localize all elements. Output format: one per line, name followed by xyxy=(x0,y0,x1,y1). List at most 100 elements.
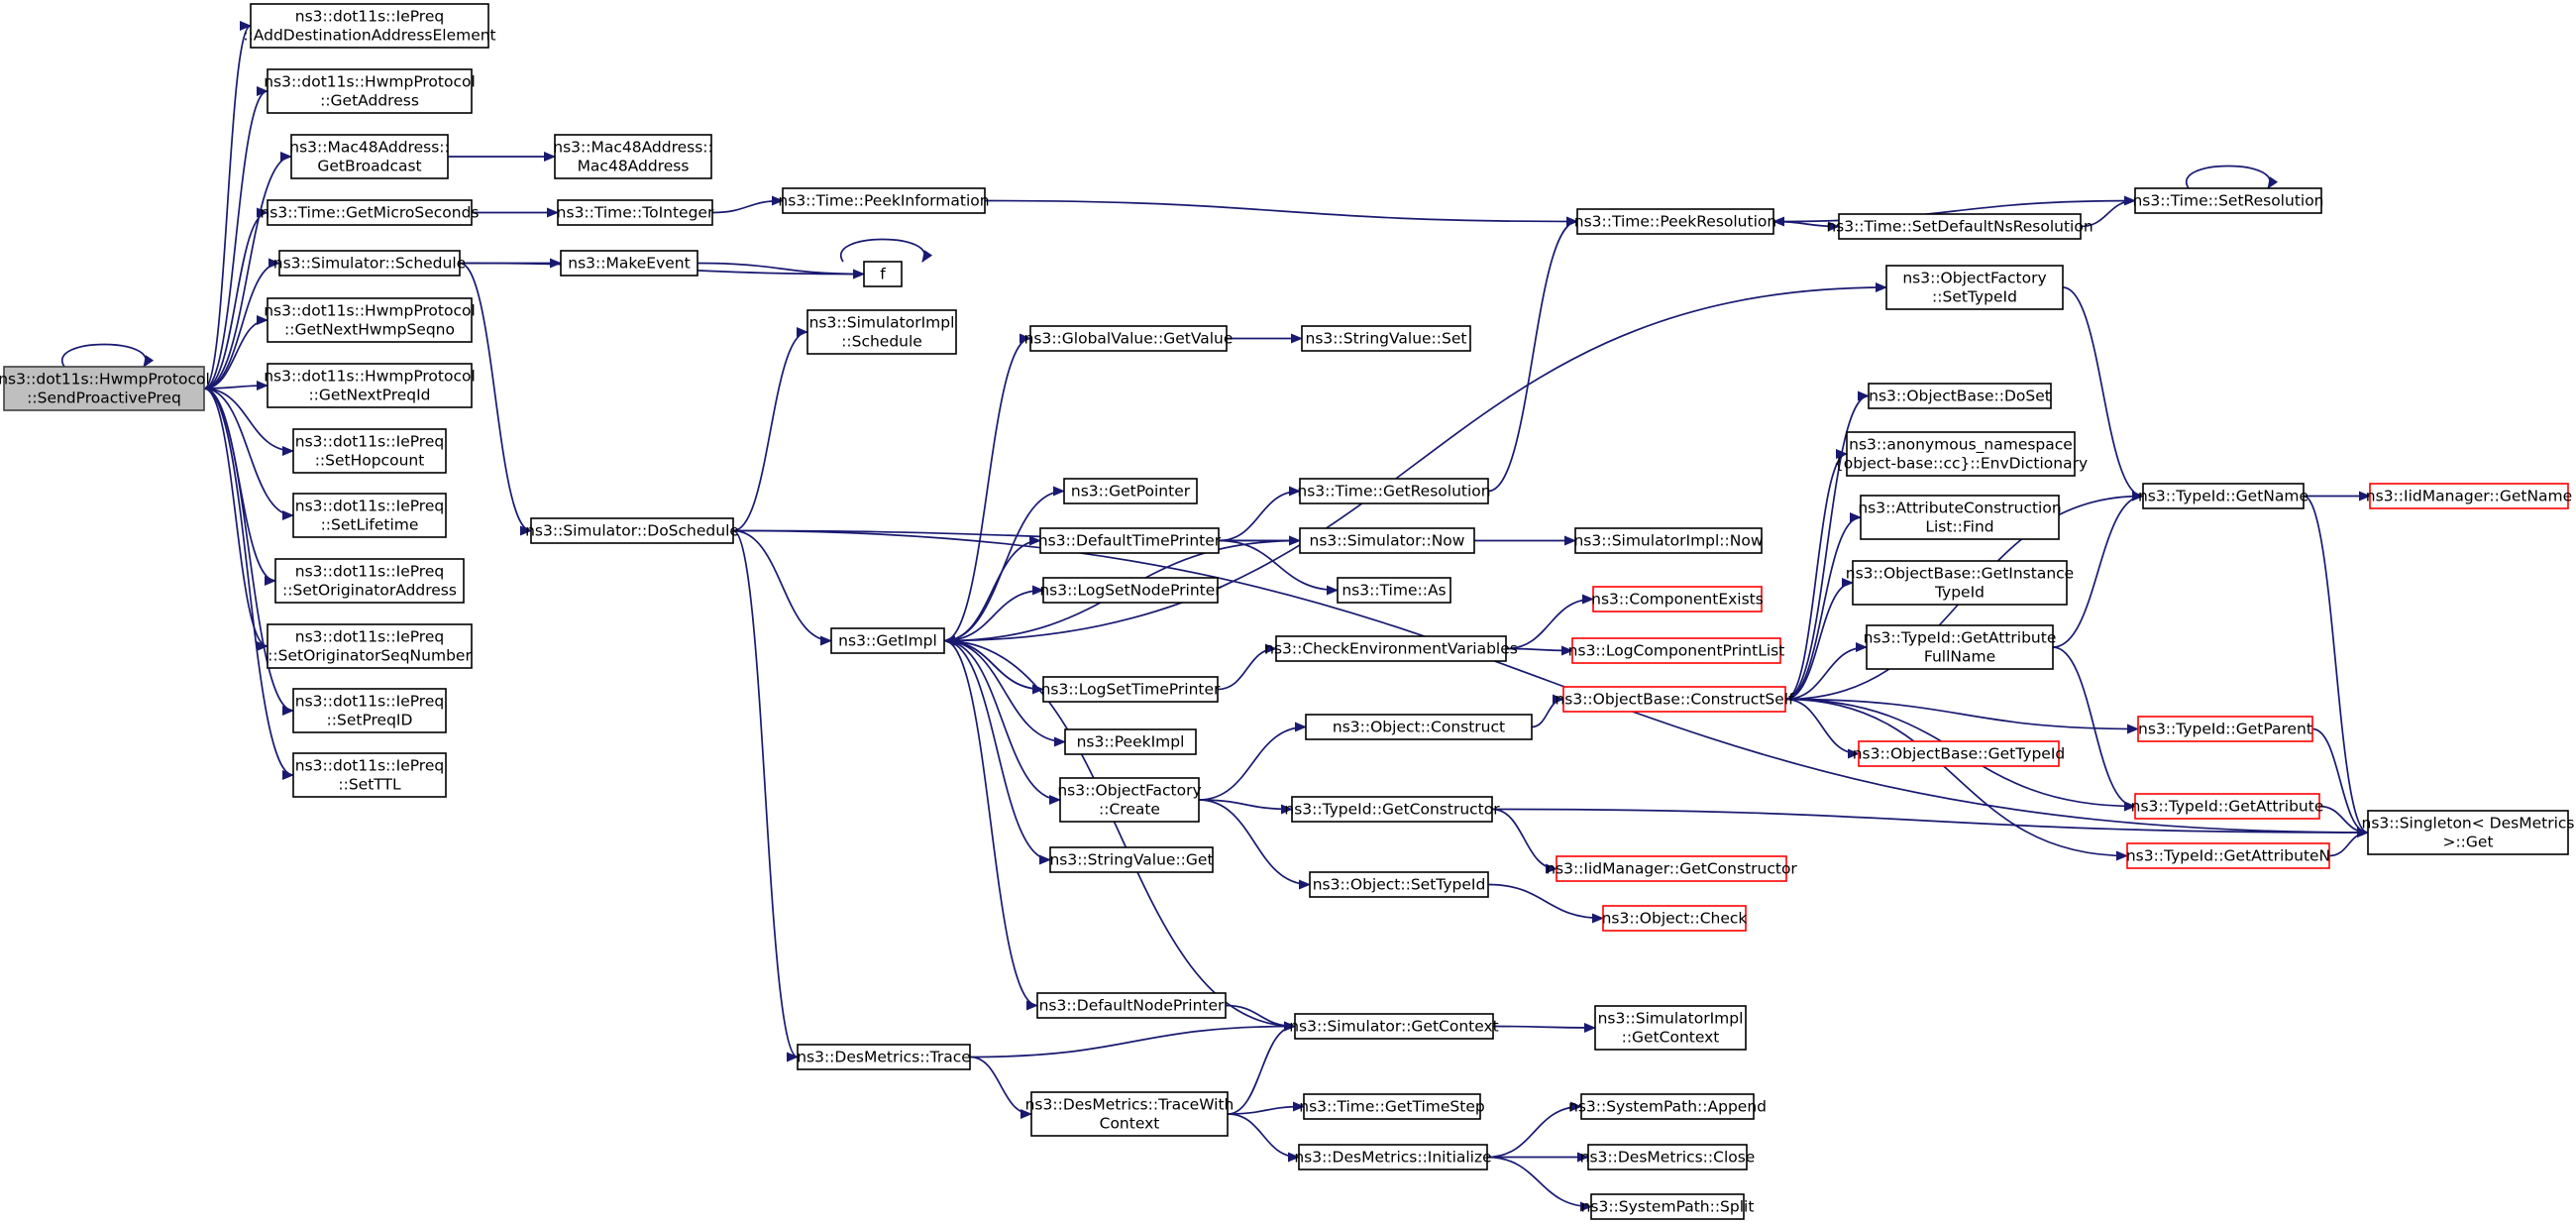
node-spSplit[interactable]: ns3::SystemPath::Split xyxy=(1581,1193,1755,1220)
node-iidGetCtor[interactable]: ns3::IidManager::GetConstructor xyxy=(1546,855,1797,882)
node-checkEnv[interactable]: ns3::CheckEnvironmentVariables xyxy=(1264,635,1518,662)
node-box xyxy=(2367,810,2569,855)
node-box xyxy=(292,688,447,733)
node-envDict[interactable]: ns3::anonymous_namespace{object-base::cc… xyxy=(1834,431,2088,477)
node-box xyxy=(1309,871,1489,898)
node-tidGetAttr[interactable]: ns3::TypeId::GetAttribute xyxy=(2131,793,2324,820)
edge-schedule-to-doSchedule xyxy=(459,262,532,536)
node-ofSetTypeId[interactable]: ns3::ObjectFactory::SetTypeId xyxy=(1885,265,2064,310)
node-peekInfo[interactable]: ns3::Time::PeekInformation xyxy=(778,187,990,214)
node-doSchedule[interactable]: ns3::Simulator::DoSchedule xyxy=(525,517,739,544)
node-getPointer[interactable]: ns3::GetPointer xyxy=(1063,478,1198,504)
node-box xyxy=(250,3,489,49)
node-peekImpl[interactable]: ns3::PeekImpl xyxy=(1064,728,1197,755)
node-label: TypeId xyxy=(1934,584,1985,602)
node-simGetCtx[interactable]: ns3::Simulator::GetContext xyxy=(1289,1013,1499,1040)
node-box xyxy=(2142,483,2305,509)
node-box xyxy=(1574,527,1763,554)
node-getNextSeqno[interactable]: ns3::dot11s::HwmpProtocol::GetNextHwmpSe… xyxy=(264,297,476,343)
node-box xyxy=(1587,1144,1748,1170)
node-label: ns3::TypeId::GetName xyxy=(2138,488,2308,505)
node-label: ns3::dot11s::IePreq xyxy=(295,628,444,646)
node-label: ns3::Object::Construct xyxy=(1333,719,1505,736)
node-box xyxy=(2134,793,2320,820)
node-getAddress[interactable]: ns3::dot11s::HwmpProtocol::GetAddress xyxy=(264,68,476,114)
node-ofCreate[interactable]: ns3::ObjectFactory::Create xyxy=(1057,777,1202,823)
node-setTTL[interactable]: ns3::dot11s::IePreq::SetTTL xyxy=(292,752,447,798)
node-box xyxy=(267,623,473,669)
node-simImplSched[interactable]: ns3::SimulatorImpl::Schedule xyxy=(806,309,957,355)
node-getTimeStep[interactable]: ns3::Time::GetTimeStep xyxy=(1299,1093,1485,1120)
node-getBroadcast[interactable]: ns3::Mac48Address::GetBroadcast xyxy=(289,134,450,179)
node-tidGetCtor[interactable]: ns3::TypeId::GetConstructor xyxy=(1284,796,1500,823)
node-compExists[interactable]: ns3::ComponentExists xyxy=(1591,586,1764,612)
node-root[interactable]: ns3::dot11s::HwmpProtocol::SendProactive… xyxy=(0,366,210,411)
node-dmClose[interactable]: ns3::DesMetrics::Close xyxy=(1580,1144,1756,1170)
node-box xyxy=(1576,208,1774,235)
node-f[interactable]: f xyxy=(863,261,903,287)
node-svSet[interactable]: ns3::StringValue::Set xyxy=(1301,325,1471,352)
node-spAppend[interactable]: ns3::SystemPath::Append xyxy=(1568,1093,1767,1120)
node-getNextPreq[interactable]: ns3::dot11s::HwmpProtocol::GetNextPreqId xyxy=(264,363,476,408)
edge-getImpl-to-dnp xyxy=(943,639,1038,1011)
node-toInteger[interactable]: ns3::Time::ToInteger xyxy=(557,199,714,226)
edge-doSchedule-to-getImpl xyxy=(732,529,832,646)
node-logSetTime[interactable]: ns3::LogSetTimePrinter xyxy=(1041,676,1221,703)
node-setRes[interactable]: ns3::Time::SetResolution xyxy=(2132,187,2324,214)
node-logCompPrint[interactable]: ns3::LogComponentPrintList xyxy=(1568,637,1785,664)
node-mac48[interactable]: ns3::Mac48Address::Mac48Address xyxy=(553,134,713,179)
edge-dtp-to-getResolution xyxy=(1218,486,1301,542)
node-getResolution[interactable]: ns3::Time::GetResolution xyxy=(1297,478,1491,504)
node-tidGetName[interactable]: ns3::TypeId::GetName xyxy=(2138,483,2308,509)
node-gvGetValue[interactable]: ns3::GlobalValue::GetValue xyxy=(1024,325,1234,352)
node-timeAs[interactable]: ns3::Time::As xyxy=(1337,577,1451,604)
node-label: ns3::dot11s::IePreq xyxy=(295,433,444,451)
node-tidGetParent[interactable]: ns3::TypeId::GetParent xyxy=(2137,716,2313,742)
node-schedule[interactable]: ns3::Simulator::Schedule xyxy=(273,250,466,277)
node-doSet[interactable]: ns3::ObjectBase::DoSet xyxy=(1868,383,2052,409)
node-iidGetName[interactable]: ns3::IidManager::GetName xyxy=(2366,483,2572,509)
node-label: ns3::LogComponentPrintList xyxy=(1568,642,1785,660)
node-label: Mac48Address xyxy=(578,158,690,175)
node-setHop[interactable]: ns3::dot11s::IePreq::SetHopcount xyxy=(292,428,447,474)
edge-dmInit-to-spAppend xyxy=(1486,1101,1582,1159)
node-setPreqId[interactable]: ns3::dot11s::IePreq::SetPreqID xyxy=(292,688,447,733)
node-obGetTypeId[interactable]: ns3::ObjectBase::GetTypeId xyxy=(1853,740,2066,767)
node-logSetNode[interactable]: ns3::LogSetNodePrinter xyxy=(1039,577,1222,604)
node-objSetTypeId[interactable]: ns3::Object::SetTypeId xyxy=(1309,871,1489,898)
node-dtp[interactable]: ns3::DefaultTimePrinter xyxy=(1038,527,1222,554)
node-setOrigAddr[interactable]: ns3::dot11s::IePreq::SetOriginatorAddres… xyxy=(274,558,465,604)
node-setDefNs[interactable]: ns3::Time::SetDefaultNsResolution xyxy=(1826,213,2093,240)
node-tidGetAttrN[interactable]: ns3::TypeId::GetAttributeN xyxy=(2126,842,2330,869)
node-constructSelf[interactable]: ns3::ObjectBase::ConstructSelf xyxy=(1555,686,1794,713)
node-dmTrace[interactable]: ns3::DesMetrics::Trace xyxy=(797,1044,971,1070)
node-svGet[interactable]: ns3::StringValue::Get xyxy=(1049,846,1214,873)
node-label: ns3::Time::ToInteger xyxy=(557,204,714,222)
node-makeEvent[interactable]: ns3::MakeEvent xyxy=(560,250,698,277)
edge-doSchedule-to-simImplSched xyxy=(732,327,808,532)
edge-getImpl-to-ofSetTypeId xyxy=(943,282,1887,642)
node-setOrigSeq[interactable]: ns3::dot11s::IePreq::SetOriginatorSeqNum… xyxy=(267,623,473,669)
node-box xyxy=(292,493,447,538)
node-box xyxy=(2126,842,2330,869)
node-box xyxy=(3,366,205,411)
node-objCheck[interactable]: ns3::Object::Check xyxy=(1602,905,1748,932)
node-simImplNow[interactable]: ns3::SimulatorImpl::Now xyxy=(1573,527,1764,554)
node-setLife[interactable]: ns3::dot11s::IePreq::SetLifetime xyxy=(292,493,447,538)
node-dnp[interactable]: ns3::DefaultNodePrinter xyxy=(1036,992,1227,1019)
node-dmInit[interactable]: ns3::DesMetrics::Initialize xyxy=(1294,1144,1492,1170)
node-addDest[interactable]: ns3::dot11s::IePreq::AddDestinationAddre… xyxy=(243,3,496,49)
node-simImplGetCtx[interactable]: ns3::SimulatorImpl::GetContext xyxy=(1594,1005,1747,1051)
node-getMicro[interactable]: ns3::Time::GetMicroSeconds xyxy=(260,199,480,226)
node-objConstruct[interactable]: ns3::Object::Construct xyxy=(1305,714,1533,740)
node-label: ::Create xyxy=(1099,801,1160,819)
node-singletonGet[interactable]: ns3::Singleton< DesMetrics>::Get xyxy=(2362,810,2575,855)
node-peekRes[interactable]: ns3::Time::PeekResolution xyxy=(1574,208,1776,235)
node-getImpl[interactable]: ns3::GetImpl xyxy=(830,627,945,654)
node-label: ns3::LogSetNodePrinter xyxy=(1039,582,1222,600)
node-simNow[interactable]: ns3::Simulator::Now xyxy=(1299,527,1475,554)
